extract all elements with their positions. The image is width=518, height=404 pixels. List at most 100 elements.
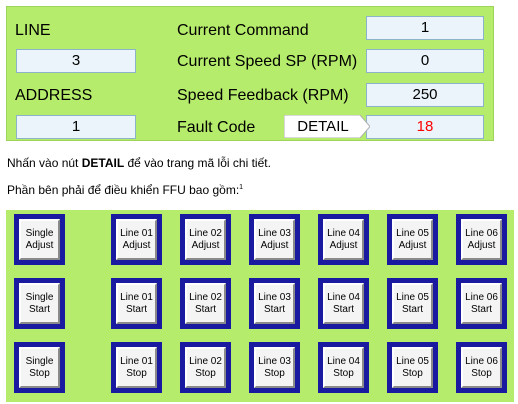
button-action-label: Start xyxy=(263,303,286,315)
fault-code-field: 18 xyxy=(366,115,484,139)
button-line-label: Line 03 xyxy=(258,227,291,239)
button-action-label: Adjust xyxy=(191,239,220,251)
button-line-label: Single xyxy=(25,355,54,367)
button-line-label: Single xyxy=(25,227,54,239)
button-action-label: Start xyxy=(332,303,355,315)
button-action-label: Start xyxy=(470,303,493,315)
note-detail-instruction: Nhấn vào nút DETAIL để vào trang mã lỗi … xyxy=(7,156,271,170)
button-line-label: Line 05 xyxy=(396,291,429,303)
button-line-label: Line 02 xyxy=(189,227,222,239)
detail-button-arrow-shape xyxy=(284,115,370,138)
footnote-marker: 1 xyxy=(239,184,244,191)
address-label: ADDRESS xyxy=(15,87,93,104)
current-command-field: 1 xyxy=(366,16,484,40)
line-label: LINE xyxy=(15,22,51,39)
button-action-label: Stop xyxy=(333,367,354,379)
button-action-label: Start xyxy=(28,303,51,315)
button-line-label: Line 02 xyxy=(189,355,222,367)
button-action-label: Stop xyxy=(471,367,492,379)
current-command-label: Current Command xyxy=(177,22,309,39)
button-line-label: Line 01 xyxy=(120,227,153,239)
button-action-label: Adjust xyxy=(467,239,496,251)
button-action-label: Adjust xyxy=(122,239,151,251)
button-line-label: Line 04 xyxy=(327,355,360,367)
current-speed-field: 0 xyxy=(366,49,484,73)
button-action-label: Start xyxy=(401,303,424,315)
note-control-text: Phần bên phải để điều khiển FFU bao gồm: xyxy=(7,183,240,197)
button-action-label: Adjust xyxy=(260,239,289,251)
button-action-label: Stop xyxy=(126,367,147,379)
note-text-suffix: để vào trang mã lỗi chi tiết. xyxy=(124,156,271,170)
address-value-field[interactable]: 1 xyxy=(16,115,136,139)
button-action-label: Stop xyxy=(29,367,50,379)
button-line-label: Line 01 xyxy=(120,355,153,367)
button-line-label: Line 06 xyxy=(465,355,498,367)
button-action-label: Adjust xyxy=(329,239,358,251)
detail-button[interactable]: DETAIL xyxy=(284,115,370,138)
button-line-label: Line 06 xyxy=(465,227,498,239)
button-action-label: Start xyxy=(194,303,217,315)
button-line-label: Single xyxy=(25,291,54,303)
button-line-label: Line 04 xyxy=(327,227,360,239)
button-action-label: Adjust xyxy=(25,239,54,251)
button-line-label: Line 03 xyxy=(258,355,291,367)
button-action-label: Stop xyxy=(195,367,216,379)
button-line-label: Line 05 xyxy=(396,227,429,239)
note-control-intro: Phần bên phải để điều khiển FFU bao gồm:… xyxy=(7,183,243,197)
button-action-label: Stop xyxy=(402,367,423,379)
note-bold-detail: DETAIL xyxy=(81,156,125,170)
status-panel: LINE 3 ADDRESS 1 Current Command Current… xyxy=(6,6,494,141)
button-line-label: Line 06 xyxy=(465,291,498,303)
line-value-field[interactable]: 3 xyxy=(16,49,136,73)
detail-button-label: DETAIL xyxy=(297,118,349,135)
button-line-label: Line 04 xyxy=(327,291,360,303)
button-action-label: Adjust xyxy=(398,239,427,251)
note-text-prefix: Nhấn vào nút xyxy=(7,156,82,170)
button-action-label: Stop xyxy=(264,367,285,379)
button-line-label: Line 05 xyxy=(396,355,429,367)
button-line-label: Line 02 xyxy=(189,291,222,303)
fault-code-label: Fault Code xyxy=(177,119,256,136)
button-line-label: Line 01 xyxy=(120,291,153,303)
